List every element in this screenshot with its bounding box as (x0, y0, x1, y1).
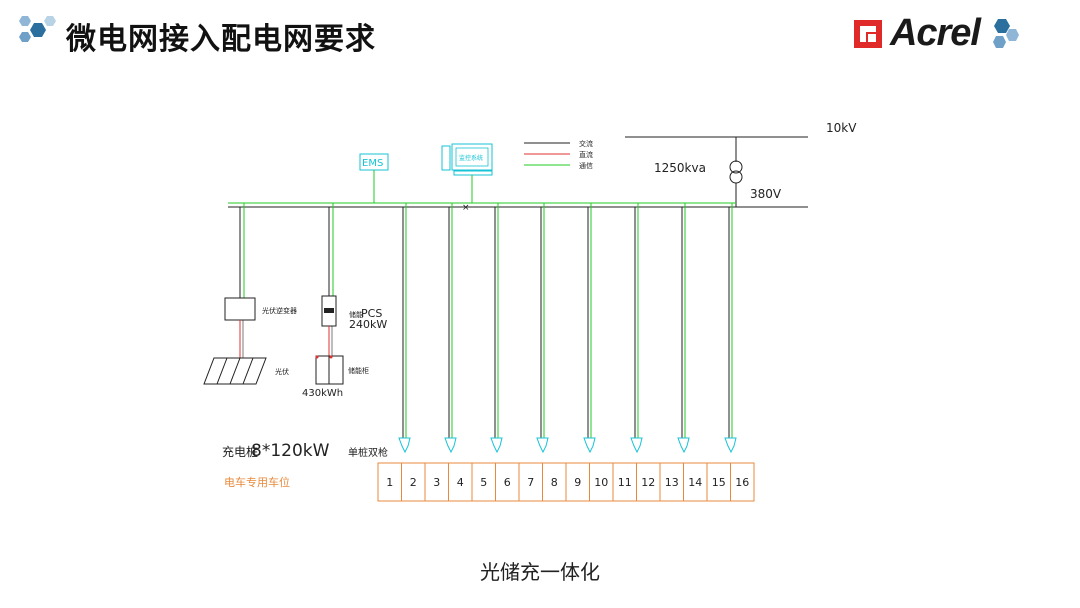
parking-slot-number: 12 (641, 476, 655, 489)
legend-comm-label: 通信 (579, 161, 593, 170)
computer-tower (441, 145, 451, 171)
parking-slot-number: 15 (712, 476, 726, 489)
parking-slot: 11 (612, 462, 637, 502)
acrel-logo-mark (853, 19, 882, 48)
parking-slot-number: 9 (574, 476, 581, 489)
parking-slot-number: 14 (688, 476, 702, 489)
parking-slot: 10 (589, 462, 614, 502)
legend-dc-label: 直流 (579, 150, 593, 159)
parking-slot-number: 2 (410, 476, 417, 489)
parking-label: 电车专用车位 (224, 475, 290, 489)
parking-slot-number: 11 (618, 476, 632, 489)
monitor-screen (451, 143, 493, 171)
parking-slot-number: 1 (386, 476, 393, 489)
charger-feeder (536, 203, 549, 454)
parking-slot: 3 (424, 462, 449, 502)
charger-spec-label: 8*120kW (251, 441, 330, 461)
legend-ac-label: 交流 (579, 139, 593, 148)
charger-feeder (630, 203, 643, 454)
charger-feeder (724, 203, 737, 454)
parking-slot-number: 3 (433, 476, 440, 489)
parking-slot-number: 5 (480, 476, 487, 489)
charger-prefix-label: 充电桩 (222, 444, 258, 459)
parking-slot-number: 7 (527, 476, 534, 489)
monitor-label: 监控系统 (459, 154, 483, 162)
parking-slot-number: 13 (665, 476, 679, 489)
parking-slot: 5 (471, 462, 496, 502)
parking-slot: 14 (683, 462, 708, 502)
parking-slot: 2 (401, 462, 426, 502)
charging-gun-icon (724, 437, 737, 454)
charging-gun-icon (490, 437, 503, 454)
hv-voltage-label: 10kV (826, 121, 857, 135)
charger-suffix-label: 单桩双枪 (348, 446, 388, 459)
ems-label: EMS (362, 158, 383, 169)
battery-terminal-right (329, 355, 333, 359)
charging-gun-icon (677, 437, 690, 454)
parking-slot-number: 16 (735, 476, 749, 489)
diagram-caption: 光储充一体化 (480, 560, 600, 584)
parking-slot-number: 6 (504, 476, 511, 489)
charger-feeder (677, 203, 690, 454)
charger-feeders (398, 203, 737, 454)
pv-inverter-box (224, 297, 256, 321)
transformer-label: 1250kva (654, 161, 706, 175)
pcs-power-label: 240kW (349, 318, 387, 331)
battery-capacity-label: 430kWh (302, 388, 343, 399)
parking-slot-number: 8 (551, 476, 558, 489)
battery-terminal-left (315, 355, 319, 359)
charger-feeder (444, 203, 457, 454)
keyboard (453, 170, 493, 176)
transformer-coil-top (729, 160, 743, 174)
pcs-prefix-label: 储能 (349, 310, 363, 319)
charging-gun-icon (630, 437, 643, 454)
hexagon-ornament-left (19, 16, 56, 42)
pcs-display (324, 308, 334, 313)
bus-switch-mark: × (462, 203, 470, 213)
battery-label: 储能柜 (348, 366, 369, 375)
charger-feeder (398, 203, 411, 454)
charger-feeder (490, 203, 503, 454)
parking-slot: 7 (518, 462, 543, 502)
parking-slot-number: 10 (594, 476, 608, 489)
parking-slot: 1 (377, 462, 402, 502)
charging-gun-icon (444, 437, 457, 454)
hexagon-ornament-right (993, 18, 1019, 48)
parking-slot: 6 (495, 462, 520, 502)
lv-voltage-label: 380V (750, 187, 782, 201)
charging-gun-icon (536, 437, 549, 454)
logo-text: Acrel (889, 12, 981, 54)
pcs-label: PCS (361, 307, 382, 320)
charging-gun-icon (583, 437, 596, 454)
charging-gun-icon (398, 437, 411, 454)
parking-slot: 8 (542, 462, 567, 502)
pv-label: 光伏 (275, 367, 289, 376)
parking-slot-number: 4 (457, 476, 464, 489)
parking-slot: 12 (636, 462, 661, 502)
pv-panel-array (203, 357, 267, 385)
parking-slot: 15 (706, 462, 731, 502)
acrel-logo: Acrel (852, 12, 1022, 55)
parking-slot: 9 (565, 462, 590, 502)
parking-slot: 13 (659, 462, 684, 502)
monitor-screen-inner (455, 147, 489, 167)
parking-slot: 16 (730, 462, 755, 502)
pv-inverter-label: 光伏逆变器 (262, 306, 297, 315)
charger-feeder (583, 203, 596, 454)
parking-slot: 4 (448, 462, 473, 502)
page-title: 微电网接入配电网要求 (66, 22, 376, 57)
